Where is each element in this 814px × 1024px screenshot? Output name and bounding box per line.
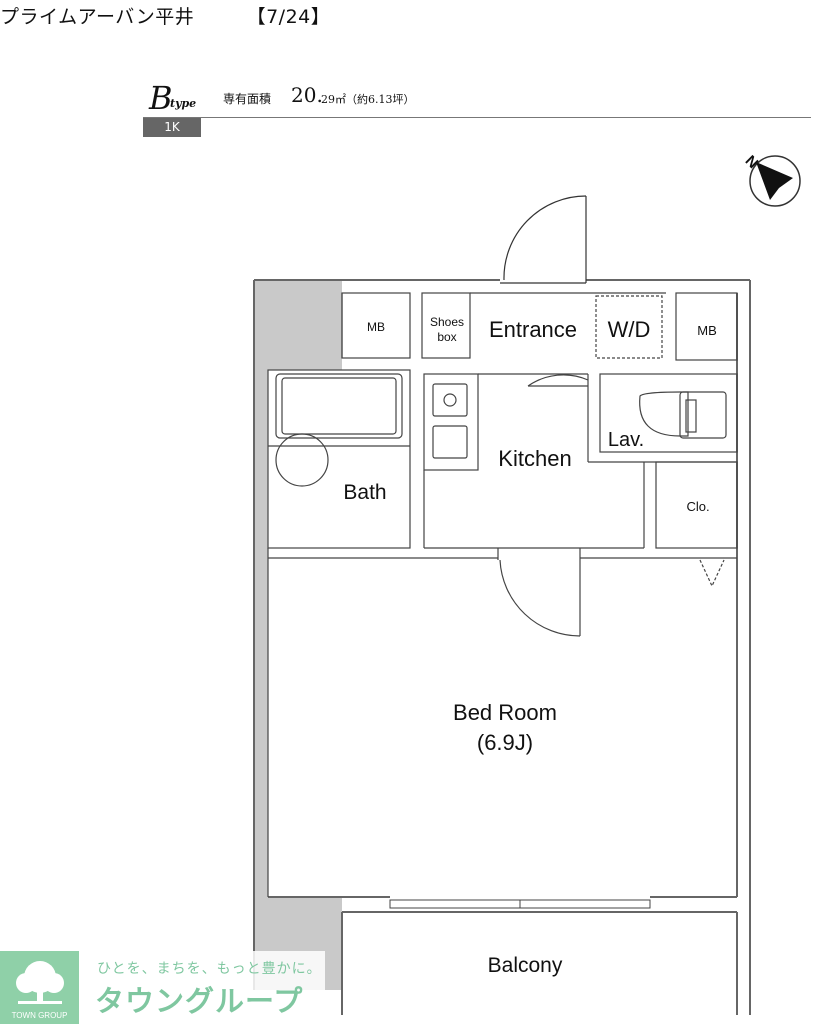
north-compass-icon: N — [742, 152, 801, 207]
bedroom-label: Bed Room — [453, 700, 557, 725]
kitchen-label: Kitchen — [498, 446, 571, 471]
bath-label: Bath — [343, 481, 386, 504]
brand-tagline: ひとを、まちを、もっと豊かに。 — [97, 961, 322, 977]
wd-label: W/D — [608, 317, 651, 342]
bedroom-window — [389, 899, 651, 909]
bedroom-partition — [267, 548, 737, 897]
brand-panel — [79, 951, 325, 1024]
closet-label: Clo. — [686, 499, 709, 514]
area-label: 専有面積 — [223, 92, 272, 106]
unit-type-header: B type 1K 専有面積 20. 29㎡（約6.13坪） — [143, 80, 811, 138]
town-group-logo: TOWN GROUP — [0, 951, 79, 1024]
type-letter: B — [149, 79, 173, 117]
shoes-box-label-line2: box — [437, 330, 456, 344]
bath-room — [267, 369, 411, 549]
area-value: 20. — [291, 83, 323, 107]
top-rooms — [341, 292, 738, 361]
bedroom-size-label: (6.9J) — [477, 730, 533, 755]
entrance-door — [500, 195, 587, 284]
kitchen-area — [423, 373, 645, 549]
area-unit: 29㎡（約6.13坪） — [321, 93, 415, 106]
mb-right-label: MB — [697, 323, 717, 338]
mb-left-label: MB — [367, 320, 385, 334]
north-label: N — [742, 152, 762, 172]
shoes-box-label-line1: Shoes — [430, 315, 464, 329]
header-rule — [143, 117, 811, 118]
layout-badge: 1K — [143, 118, 201, 137]
closet-area — [655, 461, 738, 588]
outer-walls — [253, 279, 751, 1015]
left-structure — [254, 280, 268, 990]
logo-caption: TOWN GROUP — [11, 1011, 68, 1020]
property-name: プライムアーバン平井 — [0, 6, 195, 28]
balcony-label: Balcony — [488, 954, 563, 977]
type-suffix: type — [170, 97, 197, 110]
lav-label: Lav. — [608, 429, 644, 451]
entrance-label: Entrance — [489, 317, 577, 342]
top-left-structure — [254, 280, 342, 370]
page-title: プライムアーバン平井 【7/24】 — [0, 2, 330, 29]
brand-name: タウングループ — [95, 984, 304, 1018]
tree-icon — [16, 961, 64, 1004]
page-counter: 【7/24】 — [246, 6, 331, 28]
